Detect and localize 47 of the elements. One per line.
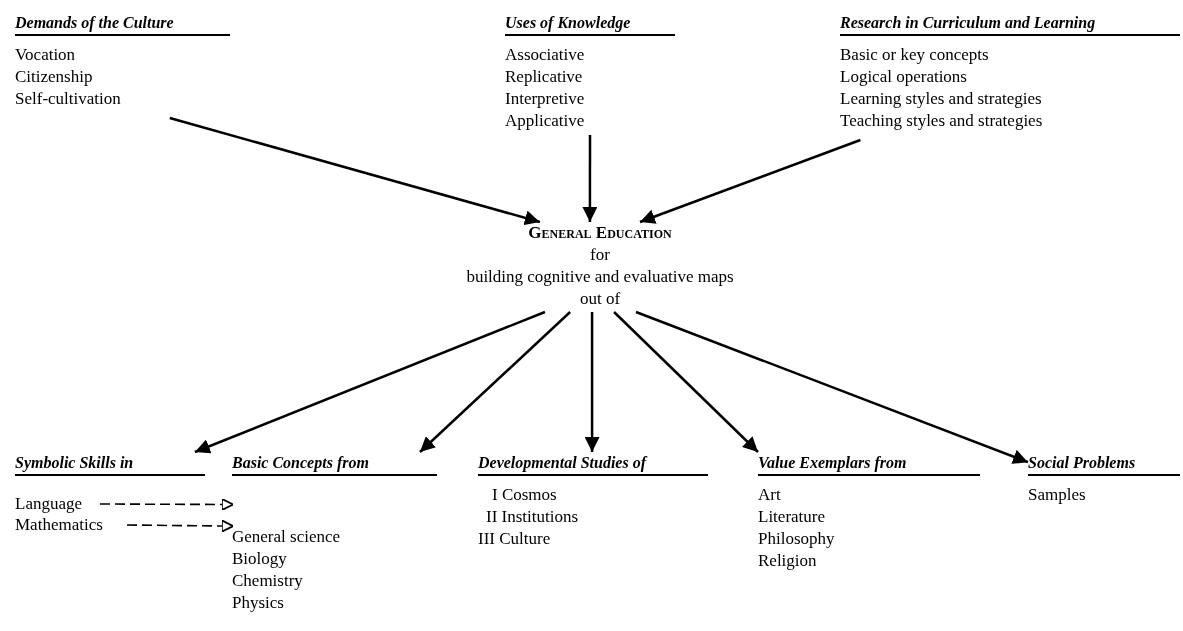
- arrow: [584, 312, 600, 452]
- heading: Developmental Studies of: [478, 452, 708, 476]
- list-item: Self-cultivation: [15, 88, 122, 110]
- arrow: [169, 116, 541, 226]
- heading: Symbolic Skills in: [15, 452, 205, 476]
- list-item: Chemistry: [232, 570, 304, 592]
- list-item: Logical operations: [840, 66, 968, 88]
- arrow: [613, 311, 759, 453]
- list-item: Philosophy: [758, 528, 836, 550]
- arrow: [582, 135, 598, 222]
- list-item: III Culture: [478, 528, 552, 550]
- center-text: out of: [578, 288, 622, 310]
- heading: Demands of the Culture: [15, 12, 230, 36]
- list-item: Art: [758, 484, 782, 506]
- center-text: building cognitive and evaluative maps: [465, 266, 735, 288]
- list-item: Physics: [232, 592, 285, 614]
- list-item: Interpretive: [505, 88, 586, 110]
- list-item: Associative: [505, 44, 586, 66]
- list-item: Religion: [758, 550, 818, 572]
- arrow: [419, 311, 571, 453]
- list-item: Samples: [1028, 484, 1087, 506]
- heading: Uses of Knowledge: [505, 12, 675, 36]
- center-text: General Education: [527, 222, 673, 244]
- list-item: Citizenship: [15, 66, 94, 88]
- list-item: Applicative: [505, 110, 586, 132]
- arrow: [194, 310, 546, 454]
- dashed-arrow: [126, 519, 234, 533]
- heading: Research in Curriculum and Learning: [840, 12, 1180, 36]
- heading: Value Exemplars from: [758, 452, 980, 476]
- arrow: [639, 138, 861, 224]
- list-item: Biology: [232, 548, 288, 570]
- list-item: Teaching styles and strategies: [840, 110, 1044, 132]
- list-item: Literature: [758, 506, 826, 528]
- heading: Social Problems: [1028, 452, 1180, 476]
- list-item: Basic or key concepts: [840, 44, 990, 66]
- list-item: General science: [232, 526, 342, 548]
- list-item: Language: [15, 493, 83, 515]
- heading: Basic Concepts from: [232, 452, 437, 476]
- arrow: [635, 310, 1029, 464]
- dashed-arrow: [99, 498, 234, 511]
- list-item: I Cosmos: [491, 484, 558, 506]
- list-item: Mathematics: [15, 514, 103, 536]
- list-item: Replicative: [505, 66, 584, 88]
- center-text: for: [589, 244, 611, 266]
- list-item: Vocation: [15, 44, 77, 66]
- list-item: Learning styles and strategies: [840, 88, 1043, 110]
- list-item: II Institutions: [485, 506, 580, 528]
